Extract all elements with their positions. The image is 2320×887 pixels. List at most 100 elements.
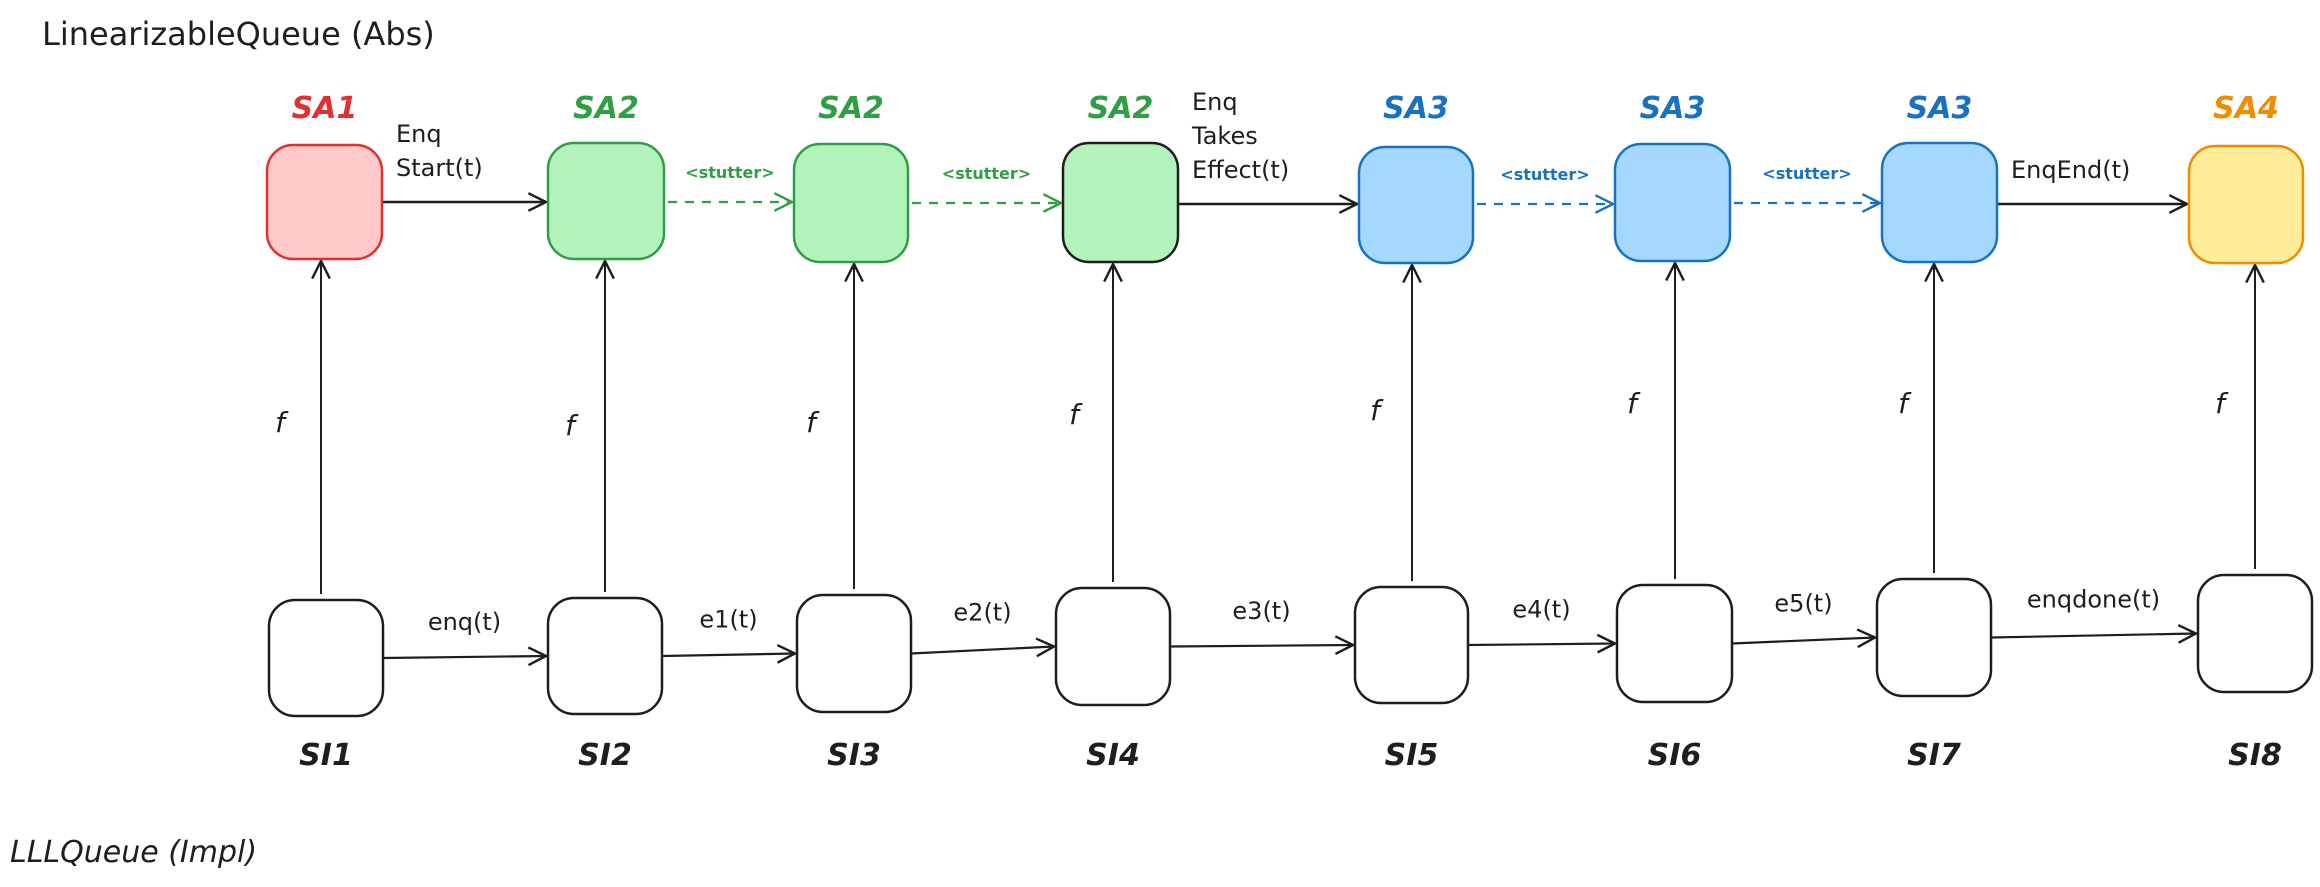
mapping-label: f xyxy=(275,406,289,439)
implementation-layer-title: LLLQueue (Impl) xyxy=(10,835,257,870)
abstract-state-label: SA1 xyxy=(292,91,358,126)
implementation-state-box xyxy=(267,598,385,718)
stutter-transition: <stutter> xyxy=(668,163,792,202)
mapping-f-5: f xyxy=(1370,265,1412,581)
abstract-state-box xyxy=(1357,145,1475,265)
implementation-state-1[interactable]: SI1 xyxy=(267,598,385,773)
stutter-transition: <stutter> xyxy=(1734,164,1880,203)
abstract-states: SA1 SA2 SA2 SA2 SA3 SA3 SA3 SA4 xyxy=(265,91,2305,265)
abstract-state-box xyxy=(265,143,384,261)
transition-label: enq(t) xyxy=(428,608,501,636)
mapping-f-7: f xyxy=(1898,264,1934,573)
mapping-f-3: f xyxy=(806,264,854,589)
transition-arrow xyxy=(661,654,795,657)
abstract-state-box xyxy=(1061,141,1180,264)
implementation-state-2[interactable]: SI2 xyxy=(546,596,664,773)
implementation-state-label: SI5 xyxy=(1385,738,1439,773)
abstract-state-box xyxy=(2187,144,2305,265)
transition-label: enqdone(t) xyxy=(2027,586,2160,614)
abstract-state-box xyxy=(546,141,666,261)
stutter-label: <stutter> xyxy=(685,163,774,182)
transition-label: Enq xyxy=(1192,88,1238,116)
abstract-state-box xyxy=(1613,142,1732,263)
transition-label: Takes xyxy=(1191,122,1258,150)
transition-label: Start(t) xyxy=(396,154,483,182)
abstract-state-3[interactable]: SA2 xyxy=(792,91,910,264)
transition-arrow xyxy=(910,647,1054,654)
transition-label: e2(t) xyxy=(953,599,1011,627)
transition-label: e3(t) xyxy=(1232,597,1290,625)
implementation-state-box xyxy=(1054,586,1172,707)
implementation-state-6[interactable]: SI6 xyxy=(1615,583,1734,773)
mapping-label: f xyxy=(1627,387,1641,420)
implementation-transition: e5(t) xyxy=(1731,590,1875,644)
abstract-state-label: SA3 xyxy=(1907,91,1973,126)
implementation-transition: e3(t) xyxy=(1169,597,1353,647)
implementation-state-label: SI2 xyxy=(578,738,632,773)
transition-arrow xyxy=(1990,634,2196,638)
implementation-transition: enq(t) xyxy=(382,608,546,658)
mapping-f-8: f xyxy=(2215,265,2255,569)
mapping-label: f xyxy=(1898,387,1912,420)
implementation-state-box xyxy=(546,596,664,716)
abstract-transition: EnqEnd(t) xyxy=(1997,156,2187,204)
mapping-label: f xyxy=(806,406,820,439)
transition-arrow xyxy=(1731,638,1875,644)
stutter-transition: <stutter> xyxy=(1477,165,1613,204)
abstract-state-label: SA2 xyxy=(573,91,639,126)
abstract-state-4[interactable]: SA2 xyxy=(1061,91,1180,264)
transition-arrow xyxy=(1169,645,1353,647)
transition-label: EnqEnd(t) xyxy=(2011,156,2130,184)
abstract-state-box xyxy=(792,142,910,264)
implementation-state-box xyxy=(795,593,913,714)
implementation-state-label: SI7 xyxy=(1907,738,1961,773)
implementation-transition: e2(t) xyxy=(910,599,1054,654)
implementation-state-label: SI3 xyxy=(827,738,881,773)
abstract-state-label: SA4 xyxy=(2213,91,2279,126)
implementation-state-4[interactable]: SI4 xyxy=(1054,586,1172,773)
stutter-label: <stutter> xyxy=(942,164,1031,183)
abstract-state-5[interactable]: SA3 xyxy=(1357,91,1475,265)
abstract-state-label: SA2 xyxy=(1088,91,1154,126)
abstract-state-label: SA3 xyxy=(1383,91,1449,126)
abstract-state-1[interactable]: SA1 xyxy=(265,91,384,261)
stutter-label: <stutter> xyxy=(1762,164,1851,183)
implementation-state-box xyxy=(2196,573,2314,694)
abstract-layer-title: LinearizableQueue (Abs) xyxy=(42,15,435,53)
abstract-state-8[interactable]: SA4 xyxy=(2187,91,2305,265)
transition-label: Enq xyxy=(396,120,442,148)
abstract-state-box xyxy=(1880,141,1999,264)
implementation-state-7[interactable]: SI7 xyxy=(1875,577,1993,773)
mapping-label: f xyxy=(1370,394,1384,427)
implementation-state-label: SI4 xyxy=(1086,738,1140,773)
mapping-label: f xyxy=(2215,387,2229,420)
abstract-state-6[interactable]: SA3 xyxy=(1613,91,1732,263)
implementation-state-8[interactable]: SI8 xyxy=(2196,573,2314,773)
abstract-state-2[interactable]: SA2 xyxy=(546,91,666,261)
implementation-state-box xyxy=(1875,577,1993,698)
implementation-transitions: enq(t) e1(t) e2(t) e3(t) e4(t) e5(t) enqdone(t… xyxy=(382,586,2196,659)
transition-label: e1(t) xyxy=(699,606,757,634)
implementation-transition: e4(t) xyxy=(1467,596,1615,646)
mapping-f-4: f xyxy=(1069,264,1113,582)
implementation-state-3[interactable]: SI3 xyxy=(795,593,913,773)
implementation-state-label: SI6 xyxy=(1648,738,1702,773)
transition-arrow xyxy=(382,656,546,658)
abstract-state-label: SA3 xyxy=(1640,91,1706,126)
abstract-state-7[interactable]: SA3 xyxy=(1880,91,1999,264)
implementation-transition: enqdone(t) xyxy=(1990,586,2196,638)
stutter-transition: <stutter> xyxy=(912,164,1061,203)
transition-label: e4(t) xyxy=(1512,596,1570,624)
abstract-state-label: SA2 xyxy=(818,91,884,126)
implementation-state-box xyxy=(1353,585,1470,705)
implementation-state-5[interactable]: SI5 xyxy=(1353,585,1470,773)
mapping-label: f xyxy=(565,409,579,442)
mapping-f-1: f xyxy=(275,261,321,594)
mapping-f-2: f xyxy=(565,261,605,592)
transition-arrow xyxy=(1467,644,1615,646)
